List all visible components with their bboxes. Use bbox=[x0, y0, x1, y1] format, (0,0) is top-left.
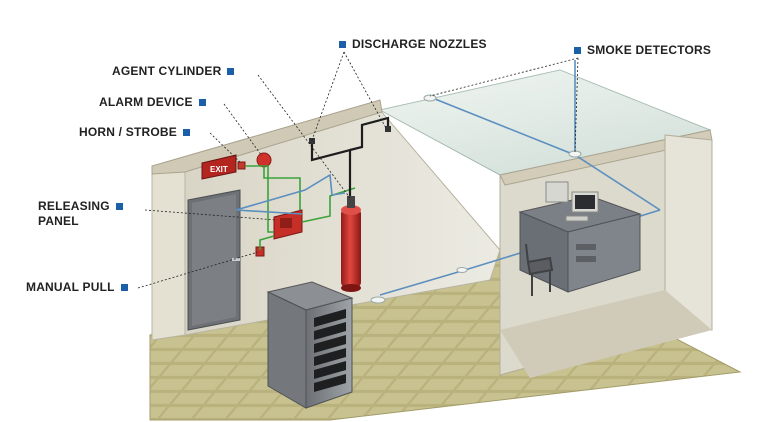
right-room-floor bbox=[500, 290, 712, 378]
marker-square-icon bbox=[120, 284, 128, 291]
label-text: SMOKE DETECTORS bbox=[587, 43, 712, 57]
marker-square-icon bbox=[574, 47, 581, 54]
label-text: ALARM DEVICE bbox=[99, 95, 193, 109]
alarm-bell bbox=[256, 152, 272, 168]
chair bbox=[525, 243, 554, 296]
horn-strobe-device bbox=[237, 161, 246, 170]
label-text: HORN / STROBE bbox=[79, 125, 177, 139]
exit-sign-text: EXIT bbox=[210, 165, 228, 174]
marker-square-icon bbox=[227, 68, 235, 75]
left-wall bbox=[151, 169, 186, 341]
label-smoke-detectors: SMOKE DETECTORS bbox=[574, 43, 711, 58]
door bbox=[187, 189, 241, 331]
label-discharge-nozzles: DISCHARGE NOZZLES bbox=[339, 37, 487, 52]
label-text-line1: RELEASING bbox=[38, 199, 110, 213]
leader-lines bbox=[137, 51, 579, 289]
nozzle-right bbox=[385, 126, 391, 132]
marker-square-icon bbox=[115, 203, 123, 210]
label-text-line2: PANEL bbox=[38, 214, 79, 228]
marker-square-icon bbox=[182, 129, 190, 136]
green-wiring bbox=[245, 165, 356, 250]
marker-square-icon bbox=[339, 41, 346, 48]
label-text: AGENT CYLINDER bbox=[112, 64, 222, 78]
label-alarm-device: ALARM DEVICE bbox=[99, 95, 206, 110]
label-releasing-panel: RELEASING PANEL bbox=[38, 199, 123, 229]
smoke-detector-5 bbox=[456, 267, 468, 273]
label-agent-cylinder: AGENT CYLINDER bbox=[112, 64, 235, 79]
smoke-detector-3 bbox=[370, 296, 386, 304]
label-manual-pull: MANUAL PULL bbox=[26, 280, 128, 295]
label-text: MANUAL PULL bbox=[26, 280, 115, 294]
wall-top-edge bbox=[151, 99, 383, 175]
exit-sign: EXIT bbox=[201, 154, 237, 180]
discharge-piping bbox=[310, 116, 390, 200]
label-text: DISCHARGE NOZZLES bbox=[352, 37, 487, 51]
agent-cylinder-device bbox=[341, 196, 361, 292]
marker-square-icon bbox=[198, 99, 206, 106]
smoke-detector-1 bbox=[423, 94, 437, 102]
label-horn-strobe: HORN / STROBE bbox=[79, 125, 190, 140]
server-rack bbox=[266, 281, 354, 409]
computer bbox=[545, 181, 599, 222]
nozzle-left bbox=[309, 138, 315, 144]
